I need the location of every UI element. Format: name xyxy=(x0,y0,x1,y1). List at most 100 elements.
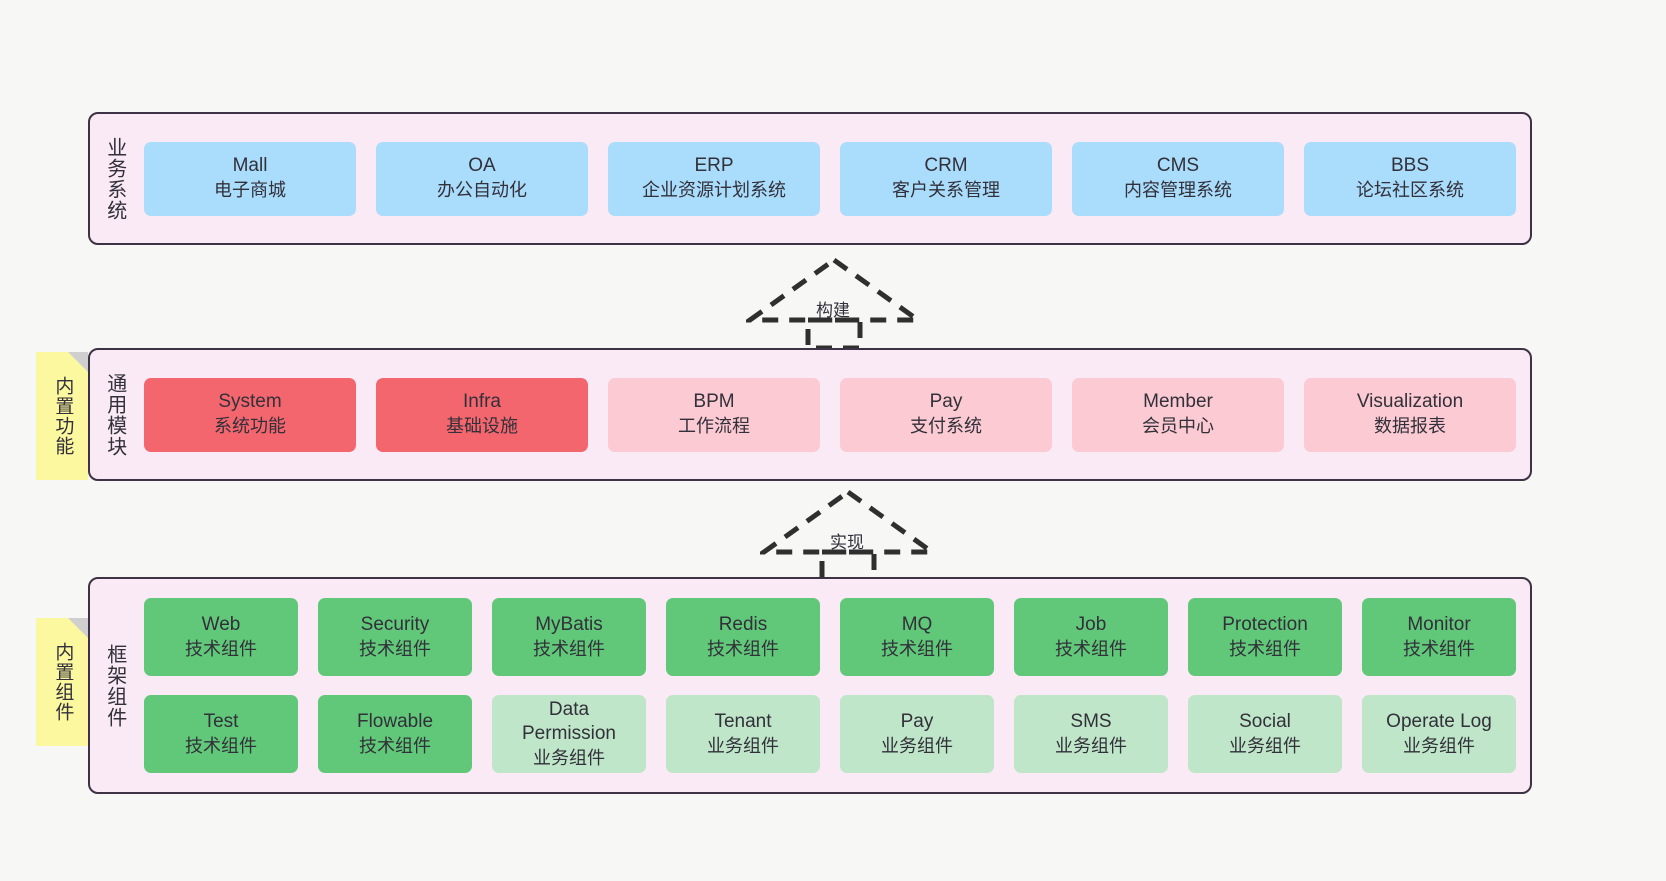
card-oa[interactable]: OA 办公自动化 xyxy=(376,141,588,216)
card-flowable[interactable]: Flowable 技术组件 xyxy=(318,695,472,773)
layer-label-business: 业务系统 xyxy=(103,136,126,221)
card-infra[interactable]: Infra 基础设施 xyxy=(376,377,588,452)
card-title-en: Data Permission xyxy=(522,698,616,745)
layer-common-modules: 通用模块 System 系统功能 Infra 基础设施 BPM 工作流程 Pay… xyxy=(88,348,1532,481)
card-sms[interactable]: SMS 业务组件 xyxy=(1014,695,1168,773)
card-tenant[interactable]: Tenant 业务组件 xyxy=(666,695,820,773)
card-title-cn: 业务组件 xyxy=(1403,735,1475,756)
card-title-cn: 论坛社区系统 xyxy=(1356,180,1464,201)
card-title-en: Mall xyxy=(232,155,268,177)
card-title-cn: 业务组件 xyxy=(533,748,605,768)
card-title-en: MyBatis xyxy=(535,613,603,635)
card-title-en: System xyxy=(218,391,282,413)
card-title-cn: 技术组件 xyxy=(185,638,257,659)
layer-body-business: Mall 电子商城 OA 办公自动化 ERP 企业资源计划系统 CRM 客户关系… xyxy=(138,114,1530,243)
card-title-cn: 技术组件 xyxy=(359,735,431,756)
card-title-en: Pay xyxy=(929,391,963,413)
card-title-cn: 办公自动化 xyxy=(437,180,527,201)
card-title-cn: 企业资源计划系统 xyxy=(642,180,786,201)
note-fold-corner-icon xyxy=(68,352,88,372)
card-title-en: Redis xyxy=(718,613,768,635)
arrow-stem xyxy=(819,549,877,580)
card-title-en: Protection xyxy=(1222,613,1308,635)
card-security[interactable]: Security 技术组件 xyxy=(318,598,472,676)
card-title-en: OA xyxy=(468,155,496,177)
card-redis[interactable]: Redis 技术组件 xyxy=(666,598,820,676)
card-title-cn: 技术组件 xyxy=(1229,638,1301,659)
card-title-cn: 数据报表 xyxy=(1374,416,1446,437)
layer-label-modules: 通用模块 xyxy=(103,372,126,457)
note-label: 内置功能 xyxy=(52,376,74,456)
card-title-en: Web xyxy=(201,613,241,635)
note-builtin-components: 内置组件 xyxy=(36,618,88,746)
card-test[interactable]: Test 技术组件 xyxy=(144,695,298,773)
connector-label-implement: 实现 xyxy=(830,533,864,552)
card-data-permission[interactable]: Data Permission 业务组件 xyxy=(492,695,646,773)
card-title-cn: 电子商城 xyxy=(214,180,286,201)
card-protection[interactable]: Protection 技术组件 xyxy=(1188,598,1342,676)
card-title-cn: 客户关系管理 xyxy=(892,180,1000,201)
connector-implement: 实现 xyxy=(760,488,936,580)
card-erp[interactable]: ERP 企业资源计划系统 xyxy=(608,141,820,216)
card-visualization[interactable]: Visualization 数据报表 xyxy=(1304,377,1516,452)
card-bbs[interactable]: BBS 论坛社区系统 xyxy=(1304,141,1516,216)
card-title-cn: 系统功能 xyxy=(214,416,286,437)
card-cms[interactable]: CMS 内容管理系统 xyxy=(1072,141,1284,216)
card-title-cn: 技术组件 xyxy=(359,638,431,659)
layer-business-systems: 业务系统 Mall 电子商城 OA 办公自动化 ERP 企业资源计划系统 CRM… xyxy=(88,112,1532,245)
layer-framework-components: 框架组件 Web 技术组件 Security 技术组件 MyBatis 技术组件… xyxy=(88,577,1532,794)
card-title-cn: 技术组件 xyxy=(1055,638,1127,659)
connector-build: 构建 xyxy=(746,256,922,348)
card-mybatis[interactable]: MyBatis 技术组件 xyxy=(492,598,646,676)
connector-label-build: 构建 xyxy=(816,301,850,320)
card-title-cn: 内容管理系统 xyxy=(1124,180,1232,201)
card-title-en: CMS xyxy=(1156,155,1200,177)
card-monitor[interactable]: Monitor 技术组件 xyxy=(1362,598,1516,676)
card-crm[interactable]: CRM 客户关系管理 xyxy=(840,141,1052,216)
modules-card-row: System 系统功能 Infra 基础设施 BPM 工作流程 Pay 支付系统… xyxy=(144,377,1516,452)
card-title-en: SMS xyxy=(1070,710,1112,732)
card-title-en: Test xyxy=(203,710,239,732)
layer-body-framework: Web 技术组件 Security 技术组件 MyBatis 技术组件 Redi… xyxy=(138,579,1530,792)
card-job[interactable]: Job 技术组件 xyxy=(1014,598,1168,676)
card-title-en: Job xyxy=(1075,613,1107,635)
card-title-cn: 技术组件 xyxy=(185,735,257,756)
card-title-cn: 业务组件 xyxy=(1229,735,1301,756)
card-web[interactable]: Web 技术组件 xyxy=(144,598,298,676)
card-operate-log[interactable]: Operate Log 业务组件 xyxy=(1362,695,1516,773)
card-title-en: Flowable xyxy=(356,710,434,732)
card-title-cn: 技术组件 xyxy=(707,638,779,659)
card-title-en: Infra xyxy=(462,391,502,413)
card-title-cn: 会员中心 xyxy=(1142,416,1214,437)
note-label: 内置组件 xyxy=(52,642,74,722)
card-member[interactable]: Member 会员中心 xyxy=(1072,377,1284,452)
card-title-en: ERP xyxy=(694,155,734,177)
card-pay-module[interactable]: Pay 支付系统 xyxy=(840,377,1052,452)
card-title-cn: 技术组件 xyxy=(1403,638,1475,659)
card-title-en: Visualization xyxy=(1356,391,1464,413)
card-title-cn: 业务组件 xyxy=(1055,735,1127,756)
card-title-cn: 业务组件 xyxy=(707,735,779,756)
note-builtin-features: 内置功能 xyxy=(36,352,88,480)
card-title-en: Social xyxy=(1239,710,1291,732)
card-system[interactable]: System 系统功能 xyxy=(144,377,356,452)
card-title-en: Monitor xyxy=(1407,613,1471,635)
card-pay-component[interactable]: Pay 业务组件 xyxy=(840,695,994,773)
framework-tech-row: Web 技术组件 Security 技术组件 MyBatis 技术组件 Redi… xyxy=(144,598,1516,676)
card-title-cn: 业务组件 xyxy=(881,735,953,756)
card-title-en: MQ xyxy=(901,613,933,635)
card-title-cn: 支付系统 xyxy=(910,416,982,437)
card-title-en: Member xyxy=(1143,391,1213,413)
card-title-en: BPM xyxy=(693,391,735,413)
arrow-stem xyxy=(805,317,863,348)
card-title-cn: 基础设施 xyxy=(446,416,518,437)
card-title-en: Pay xyxy=(900,710,934,732)
framework-biz-row: Test 技术组件 Flowable 技术组件 Data Permission … xyxy=(144,695,1516,773)
note-fold-corner-icon xyxy=(68,618,88,638)
card-social[interactable]: Social 业务组件 xyxy=(1188,695,1342,773)
card-bpm[interactable]: BPM 工作流程 xyxy=(608,377,820,452)
card-mq[interactable]: MQ 技术组件 xyxy=(840,598,994,676)
card-title-cn: 工作流程 xyxy=(678,416,750,437)
card-title-en: CRM xyxy=(924,155,968,177)
card-mall[interactable]: Mall 电子商城 xyxy=(144,141,356,216)
